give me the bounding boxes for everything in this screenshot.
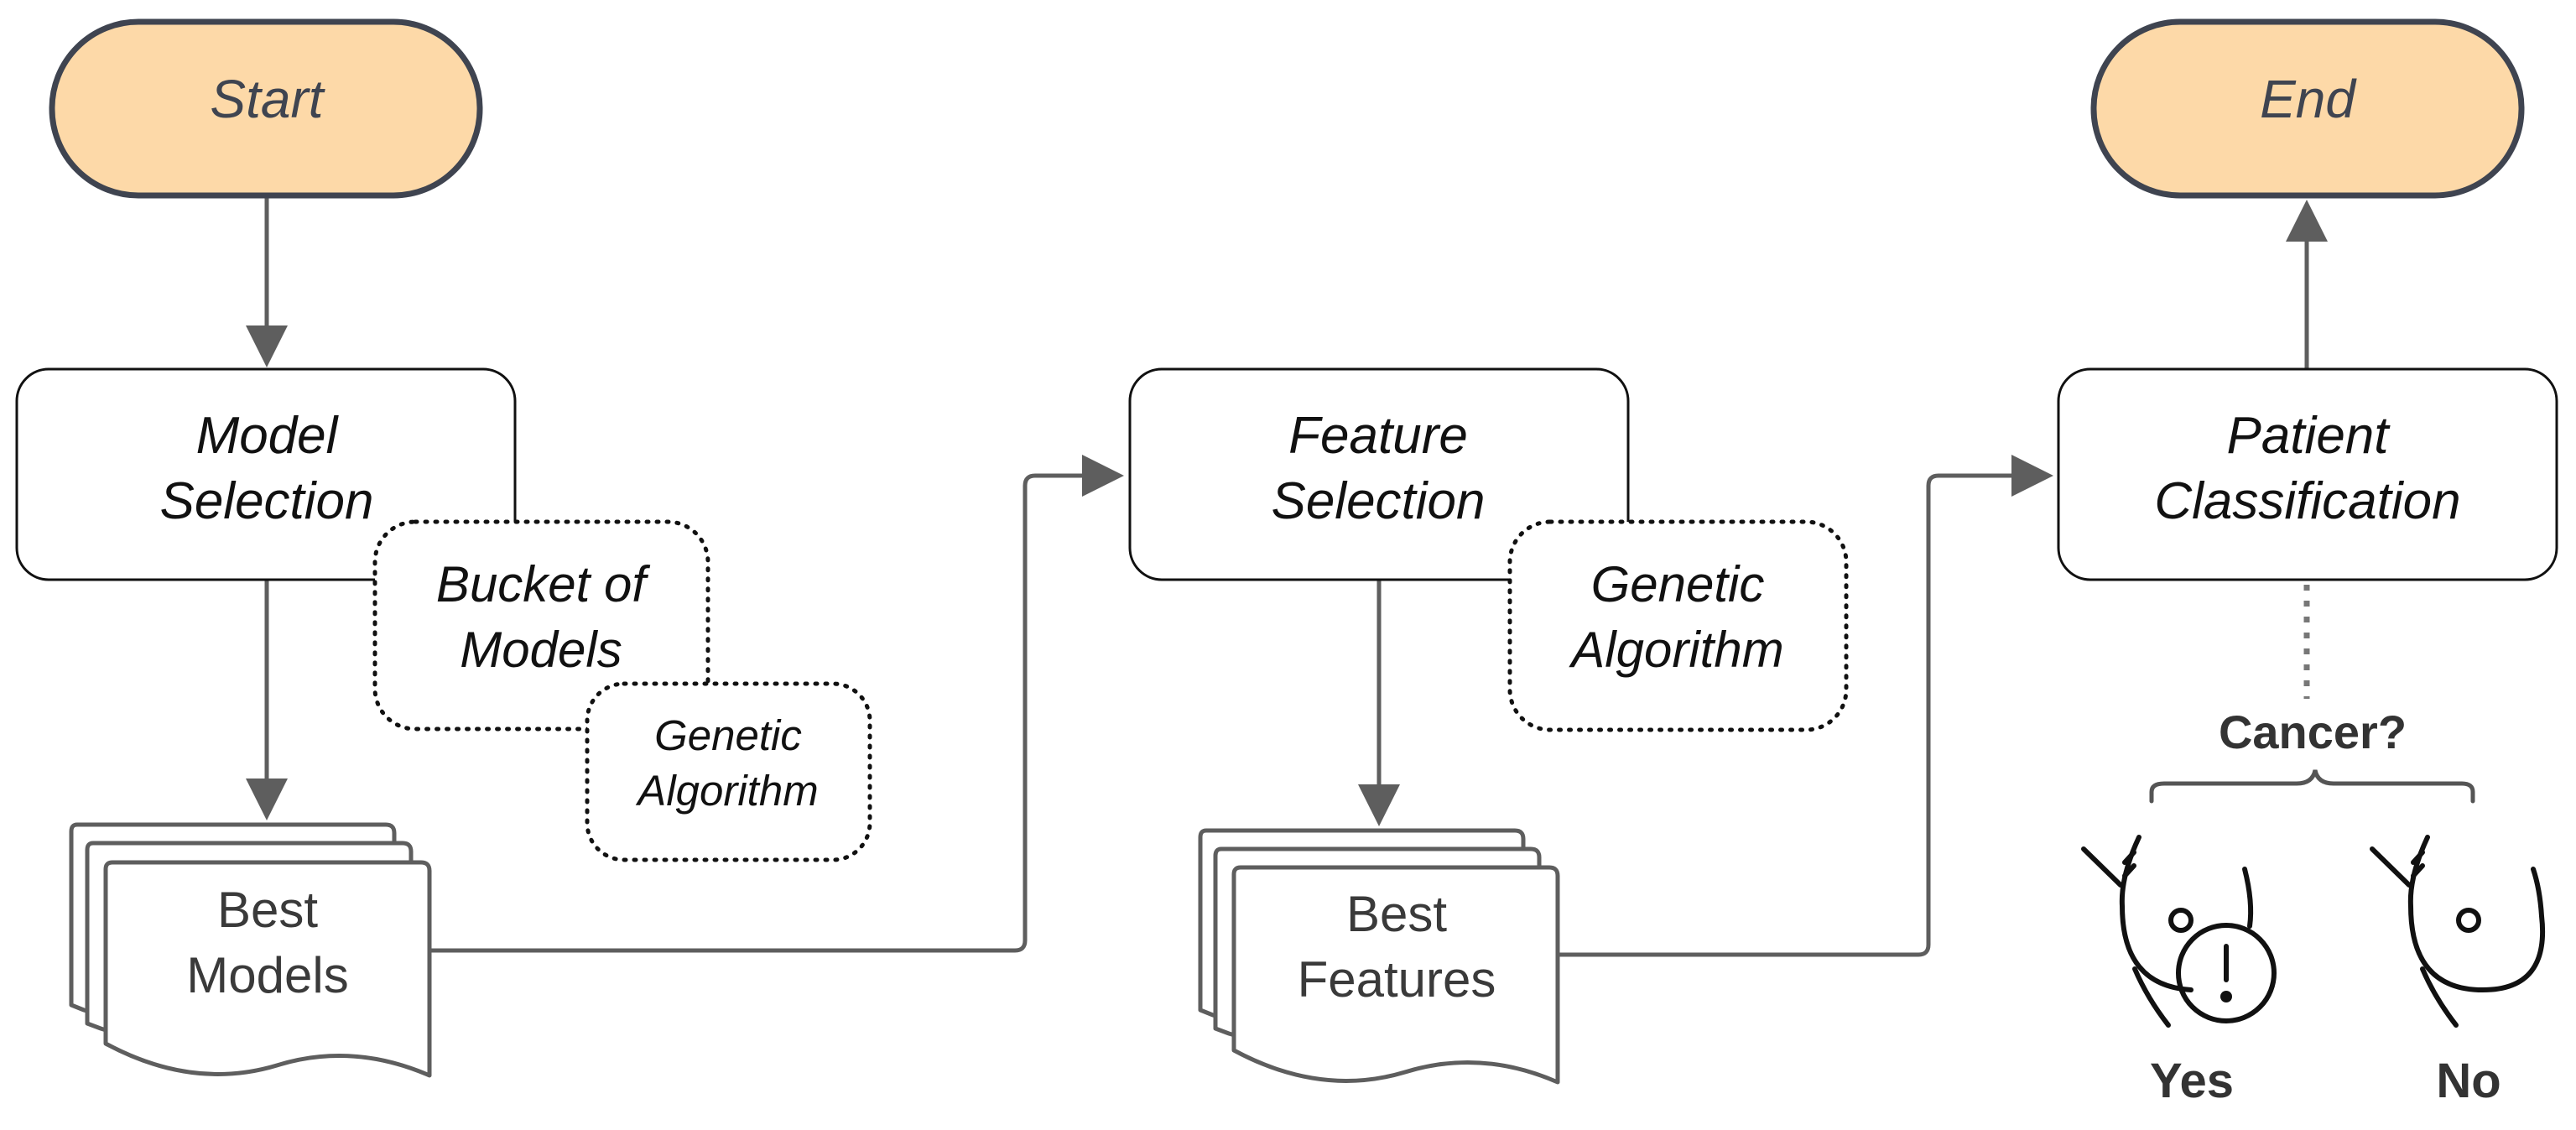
model-selection-box: Model Selection	[15, 367, 517, 581]
model-selection-label-line1: Model	[196, 407, 340, 465]
breast-icon	[2370, 835, 2546, 1028]
start-label: Start	[210, 69, 325, 129]
end-terminal: End	[2090, 18, 2525, 199]
best-models-label-line2: Models	[186, 947, 348, 1003]
bucket-of-models-label-line2: Models	[460, 622, 622, 678]
connector-best-models-to-feature-selection	[429, 455, 1124, 953]
best-features-label-line2: Features	[1298, 951, 1496, 1008]
end-label: End	[2260, 69, 2357, 129]
model-selection-label-line2: Selection	[159, 472, 373, 530]
genetic-algorithm-feature-label-line1: Genetic	[1591, 556, 1765, 612]
best-features-documents: Best Features	[1198, 828, 1560, 1085]
bucket-of-models-label-line1: Bucket of	[436, 556, 650, 612]
best-models-label-line1: Best	[217, 882, 318, 938]
genetic-algorithm-feature-label-line2: Algorithm	[1569, 622, 1783, 678]
connector-best-features-to-patient-classification	[1558, 455, 2053, 957]
feature-selection-label-line2: Selection	[1271, 472, 1485, 530]
outcome-brace	[2149, 769, 2475, 804]
genetic-algorithm-feature-box: Genetic Algorithm	[1507, 519, 1849, 732]
cancer-question-label: Cancer?	[2219, 706, 2407, 758]
outcome-yes-label: Yes	[2150, 1054, 2234, 1108]
bucket-of-models-box: Bucket of Models	[372, 519, 710, 732]
feature-selection-label-line1: Feature	[1288, 407, 1468, 465]
patient-classification-label-line1: Patient	[2226, 407, 2391, 465]
start-terminal: Start	[49, 18, 483, 199]
feature-selection-box: Feature Selection	[1128, 367, 1630, 581]
best-models-documents: Best Models	[69, 822, 432, 1078]
genetic-algorithm-model-box: Genetic Algorithm	[585, 681, 872, 862]
genetic-algorithm-model-label-line1: Genetic	[654, 711, 802, 759]
best-features-label-line1: Best	[1346, 886, 1447, 942]
patient-classification-label-line2: Classification	[2154, 472, 2460, 530]
outcome-no-label: No	[2436, 1054, 2501, 1108]
genetic-algorithm-model-label-line2: Algorithm	[635, 767, 818, 815]
breast-warning-icon	[2081, 835, 2277, 1028]
patient-classification-box: Patient Classification	[2057, 367, 2558, 581]
